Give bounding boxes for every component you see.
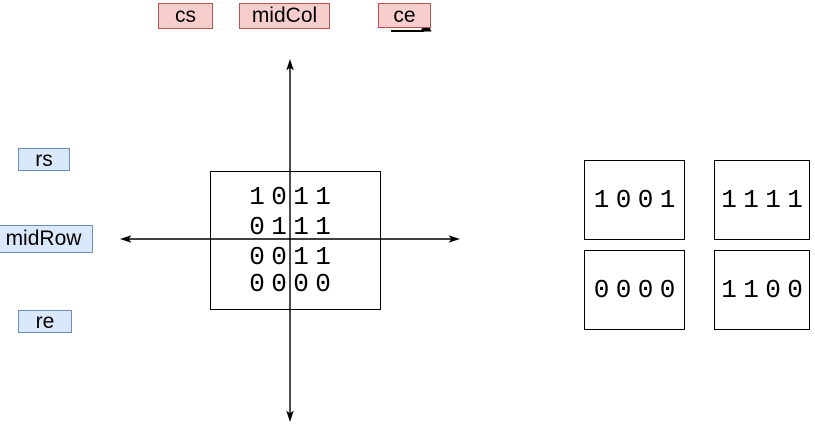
matrix-cell: 0 — [271, 269, 287, 299]
marker-re-label: re — [35, 309, 55, 333]
matrix-cell: 1 — [315, 182, 331, 212]
matrix-cell: 1 — [293, 212, 309, 242]
quadrant-digit: 0 — [615, 184, 632, 215]
matrix-row: 0 1 1 1 — [246, 214, 334, 241]
matrix-cell: 0 — [293, 269, 309, 299]
matrix-cell: 1 — [293, 182, 309, 212]
marker-re[interactable]: re — [18, 310, 72, 333]
matrix-cell: 0 — [249, 242, 265, 272]
quadrant-digit: 0 — [593, 274, 610, 305]
matrix-cell: 1 — [315, 242, 331, 272]
matrix-cell: 0 — [271, 242, 287, 272]
quadrant-digit: 0 — [787, 274, 803, 305]
quadrant-digit: 1 — [787, 184, 803, 215]
quadrant-digit: 0 — [765, 274, 781, 305]
quadrant-box-top-left[interactable]: 1 0 0 1 — [584, 160, 685, 240]
arrowhead-right-icon — [448, 235, 460, 243]
matrix-cell: 1 — [271, 212, 287, 242]
quadrant-digit: 1 — [593, 184, 610, 215]
arrowhead-left-icon — [120, 235, 132, 243]
matrix-row: 0 0 0 0 — [246, 271, 334, 298]
quadrant-digit: 0 — [637, 274, 654, 305]
matrix-cell: 1 — [249, 182, 265, 212]
matrix-row: 1 0 1 1 — [246, 184, 334, 211]
quadrant-digit: 0 — [615, 274, 632, 305]
marker-ce-label: ce — [393, 3, 416, 27]
quadrant-digit: 1 — [743, 184, 759, 215]
matrix-cell: 0 — [249, 269, 265, 299]
matrix-box[interactable] — [210, 171, 381, 310]
marker-rs[interactable]: rs — [18, 148, 70, 171]
marker-rs-label: rs — [35, 147, 53, 171]
quadrant-digit: 0 — [637, 184, 654, 215]
matrix-cell: 0 — [315, 269, 331, 299]
marker-ce[interactable]: ce — [378, 3, 431, 28]
quadrant-box-bottom-right[interactable]: 1 1 0 0 — [714, 250, 810, 330]
marker-midcol-label: midCol — [251, 4, 318, 27]
matrix-cell: 0 — [271, 182, 287, 212]
quadrant-digit: 1 — [721, 274, 737, 305]
matrix-cell: 1 — [315, 212, 331, 242]
marker-midrow[interactable]: midRow — [0, 225, 93, 253]
matrix-cell: 0 — [249, 212, 265, 242]
quadrant-box-top-right[interactable]: 1 1 1 1 — [714, 160, 810, 240]
marker-midcol[interactable]: midCol — [239, 3, 330, 29]
marker-cs-label: cs — [175, 4, 196, 27]
marker-cs[interactable]: cs — [158, 3, 213, 29]
matrix-cell: 1 — [293, 242, 309, 272]
matrix-row: 0 0 1 1 — [246, 244, 334, 271]
quadrant-digit: 1 — [743, 274, 759, 305]
arrowhead-down-icon — [286, 410, 294, 422]
quadrant-digit: 1 — [659, 184, 676, 215]
quadrant-box-bottom-left[interactable]: 0 0 0 0 — [584, 250, 685, 330]
quadrant-digit: 0 — [659, 274, 676, 305]
quadrant-digit: 1 — [721, 184, 737, 215]
arrowhead-up-icon — [286, 59, 294, 71]
marker-midrow-label: midRow — [5, 227, 82, 250]
quadrant-digit: 1 — [765, 184, 781, 215]
